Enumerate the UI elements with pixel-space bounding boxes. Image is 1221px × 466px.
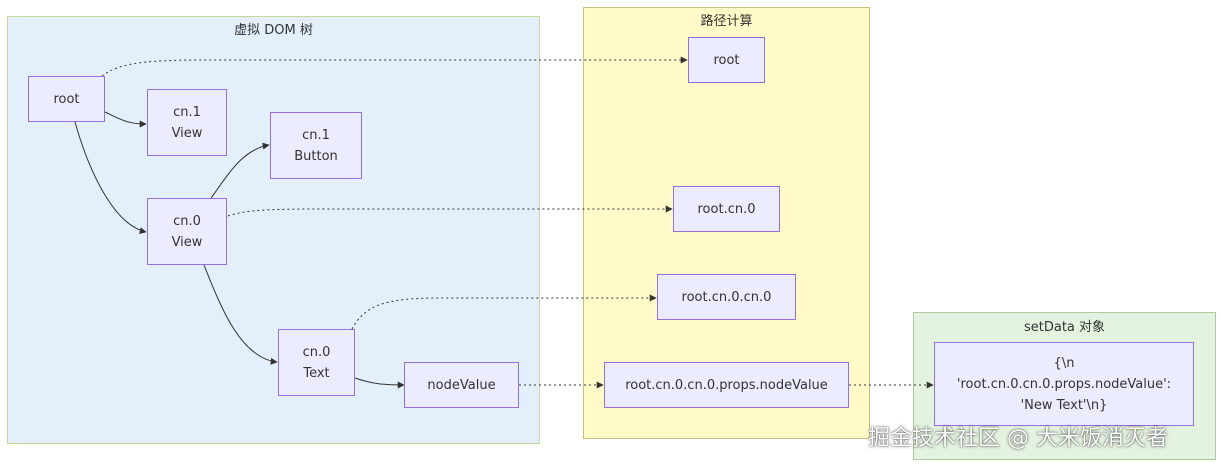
node-cn0-view-line-1: cn.0 — [173, 213, 201, 229]
node-path-root: root — [688, 37, 765, 83]
path-calculation-title: 路径计算 — [700, 14, 753, 29]
setdata-object-title: setData 对象 — [1023, 320, 1106, 335]
node-setdata-object-line-3: 'New Text'\n} — [1020, 397, 1108, 413]
node-setdata-object: {\n 'root.cn.0.cn.0.props.nodeValue': 'N… — [934, 342, 1194, 426]
node-path-root-cn0: root.cn.0 — [673, 186, 780, 232]
edge-cn0-view-to-cn1-button — [210, 142, 270, 199]
edge-cn0-view-to-path-root-cn0 — [227, 205, 673, 217]
node-path-root-cn0-cn0-line-1: root.cn.0.cn.0 — [681, 289, 772, 305]
node-cn0-text-line-2: Text — [303, 365, 330, 381]
node-setdata-object-line-1: {\n — [1053, 355, 1075, 371]
node-cn0-view: cn.0 View — [147, 198, 227, 265]
node-node-value-line-1: nodeValue — [427, 377, 496, 393]
node-cn1-button: cn.1 Button — [270, 112, 362, 179]
node-cn0-text-line-1: cn.0 — [302, 344, 331, 360]
edge-cn0-text-to-path-root-cn0-cn0 — [351, 294, 657, 330]
node-root: root — [28, 76, 105, 122]
watermark: 掘金技术社区 @ 大米饭消灭者 — [868, 426, 1168, 451]
node-path-root-cn0-line-1: root.cn.0 — [697, 201, 756, 217]
virtual-dom-tree-title: 虚拟 DOM 树 — [234, 23, 313, 38]
node-cn0-view-line-2: View — [171, 234, 203, 250]
edge-root-to-path-root — [101, 56, 688, 77]
node-cn1-view: cn.1 View — [147, 89, 227, 156]
edge-root-to-cn1-view — [104, 111, 147, 128]
node-path-full: root.cn.0.cn.0.props.nodeValue — [604, 362, 849, 408]
node-path-full-line-1: root.cn.0.cn.0.props.nodeValue — [625, 377, 828, 393]
node-cn1-button-line-2: Button — [294, 148, 338, 164]
node-cn1-view-line-1: cn.1 — [173, 104, 201, 120]
edge-cn0-text-to-node-value — [354, 377, 405, 389]
node-cn0-text: cn.0 Text — [278, 329, 355, 396]
node-path-root-cn0-cn0: root.cn.0.cn.0 — [657, 274, 796, 320]
node-cn1-button-line-1: cn.1 — [302, 127, 330, 143]
edge-root-to-cn0-view — [74, 121, 147, 235]
node-setdata-object-line-2: 'root.cn.0.cn.0.props.nodeValue': — [956, 376, 1172, 392]
node-node-value: nodeValue — [404, 362, 519, 408]
node-root-line-1: root — [53, 91, 80, 107]
edge-cn0-view-to-cn0-text — [203, 264, 278, 365]
node-path-root-line-1: root — [713, 52, 740, 68]
node-cn1-view-line-2: View — [171, 125, 203, 141]
